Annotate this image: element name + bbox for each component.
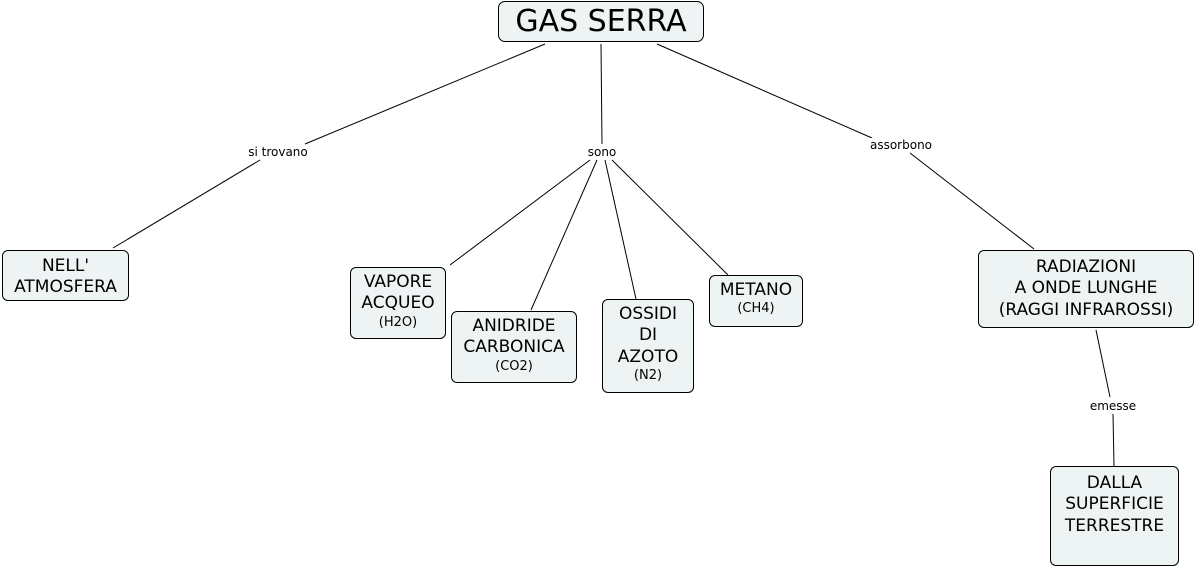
node-metano[interactable]: METANO (CH4) [709,275,803,327]
line-root-si-trovano [304,43,546,145]
link-label-emesse: emesse [1087,399,1139,413]
line-assorbono-radiazioni [909,152,1035,250]
node-radiazioni[interactable]: RADIAZIONI A ONDE LUNGHE (RAGGI INFRAROS… [978,250,1194,328]
node-superficie-terrestre[interactable]: DALLA SUPERFICIE TERRESTRE [1050,466,1179,566]
line-root-assorbono [656,43,873,139]
node-anidride-title: ANIDRIDE CARBONICA [463,316,565,358]
link-label-sono: sono [585,145,619,159]
line-radiazioni-emesse [1095,329,1111,398]
node-atmosfera[interactable]: NELL' ATMOSFERA [2,250,129,301]
link-label-si-trovano: si trovano [246,145,310,159]
root-title: GAS SERRA [515,3,687,39]
node-radiazioni-title: RADIAZIONI A ONDE LUNGHE (RAGGI INFRAROS… [998,257,1174,320]
root-node-gas-serra[interactable]: GAS SERRA [498,1,704,42]
node-atmosfera-title: NELL' ATMOSFERA [14,256,117,298]
node-metano-title: METANO [719,280,793,300]
line-sono-anidride [530,159,598,311]
line-root-sono [600,43,603,145]
node-ossidi-formula: (N2) [633,367,663,383]
node-superficie-title: DALLA SUPERFICIE TERRESTRE [1064,473,1165,536]
line-sono-metano [611,159,729,276]
node-vapore-formula: (H2O) [378,314,418,330]
line-si-trovano-atmosfera [112,159,261,249]
node-anidride-formula: (CO2) [495,358,533,374]
node-vapore-title: VAPORE ACQUEO [361,272,435,314]
node-ossidi-di-azoto[interactable]: OSSIDI DI AZOTO (N2) [602,299,694,393]
line-emesse-superficie [1112,413,1115,467]
node-vapore-acqueo[interactable]: VAPORE ACQUEO (H2O) [350,267,446,339]
link-label-assorbono: assorbono [867,138,935,152]
node-metano-formula: (CH4) [737,301,775,317]
node-ossidi-title: OSSIDI DI AZOTO [617,304,679,367]
node-anidride-carbonica[interactable]: ANIDRIDE CARBONICA (CO2) [451,311,577,383]
line-sono-vapore [449,159,591,266]
line-sono-ossidi [604,159,637,300]
